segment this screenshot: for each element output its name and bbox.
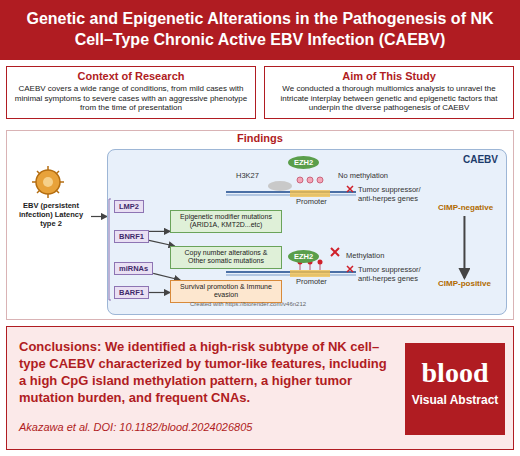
- viral-gene: BNRF1: [114, 230, 149, 243]
- node-heading: BNRF1: [119, 232, 144, 241]
- connector-arrow: [91, 216, 107, 217]
- node-text: Visual Abstract: [405, 393, 505, 407]
- connector-arrow: [153, 273, 180, 280]
- diagram-label: Tumor suppressor/ anti-herpes genes: [358, 186, 428, 203]
- conclusion-box: Conclusions: We identified a high-risk s…: [6, 326, 514, 450]
- panel-ground: [107, 149, 507, 315]
- context-box: Context of ResearchCAEBV covers a wide r…: [6, 66, 256, 119]
- node-heading: Epigenetic modifier mutations (ARID1A, K…: [175, 213, 277, 230]
- diagram-label: No methylation: [338, 172, 388, 181]
- header-band: Genetic and Epigenetic Alterations in th…: [0, 0, 520, 60]
- subtype-label: CIMP-negative: [436, 202, 495, 216]
- diagram-label: Promoter: [296, 278, 327, 287]
- node-text: CAEBV covers a wide range of conditions,…: [13, 84, 249, 113]
- node-heading: CIMP-positive: [438, 279, 491, 288]
- node-text: We conducted a thorough multiomics analy…: [271, 84, 507, 113]
- title: Genetic and Epigenetic Alterations in th…: [10, 9, 510, 51]
- viral-gene: BARF1: [114, 286, 149, 299]
- diagram-label: Methylation: [346, 252, 384, 261]
- viral-gene: LMP2: [114, 200, 144, 213]
- findings-panel: FindingsEBV (persistent infection) Laten…: [6, 130, 514, 320]
- node-heading: blood: [405, 357, 505, 389]
- journal-logo: bloodVisual Abstract: [405, 343, 505, 435]
- node-heading: Findings: [7, 132, 513, 144]
- node-heading: EZH2: [294, 158, 313, 167]
- panel-ground: [6, 130, 514, 320]
- virus-icon: [32, 166, 64, 198]
- node-heading: Conclusions: We identified a high-risk s…: [19, 339, 395, 407]
- caebv-region: CAEBVEZH2LMP2BNRF1miRNAsBARF1Epigenetic …: [107, 149, 507, 315]
- aim-box: Aim of This Study We conducted a thorough…: [264, 66, 514, 119]
- credit-note: Created with https://biorender.com/v46n2…: [190, 301, 306, 308]
- node-heading: Survival promotion & Immune evasion: [175, 283, 277, 300]
- effect-box: Copy number alterations & Other somatic …: [170, 246, 282, 269]
- node-text: Akazawa et al. DOI: 10.1182/blood.202402…: [19, 421, 395, 433]
- diagram-label: Promoter: [296, 198, 327, 207]
- subtype-label: CIMP-positive: [436, 278, 493, 292]
- connector-arrow: [463, 216, 465, 278]
- node-heading: miRNAs: [119, 264, 148, 273]
- effect-box: Survival promotion & Immune evasion: [170, 280, 282, 303]
- node-heading: Copy number alterations & Other somatic …: [175, 249, 277, 266]
- node-heading: EZH2: [294, 252, 313, 261]
- viral-gene: miRNAs: [114, 262, 153, 275]
- connector-arrow: [149, 231, 170, 232]
- node-heading: CIMP-negative: [438, 203, 493, 212]
- node-heading: EBV (persistent infection) Latency type …: [11, 201, 91, 228]
- enzyme-oval: EZH2: [288, 250, 319, 263]
- node-heading: Aim of This Study: [271, 70, 507, 82]
- effect-box: Epigenetic modifier mutations (ARID1A, K…: [170, 210, 282, 233]
- connector-arrow: [149, 292, 170, 293]
- node-heading: Context of Research: [13, 70, 249, 82]
- diagram-label: H3K27: [236, 172, 259, 181]
- virus-label: EBV (persistent infection) Latency type …: [11, 201, 91, 232]
- node-heading: BARF1: [119, 288, 144, 297]
- enzyme-oval: EZH2: [288, 156, 319, 169]
- node-heading: CAEBV: [463, 154, 498, 165]
- diagram-label: Tumor suppressor/ anti-herpes genes: [358, 266, 428, 283]
- node-heading: LMP2: [119, 202, 139, 211]
